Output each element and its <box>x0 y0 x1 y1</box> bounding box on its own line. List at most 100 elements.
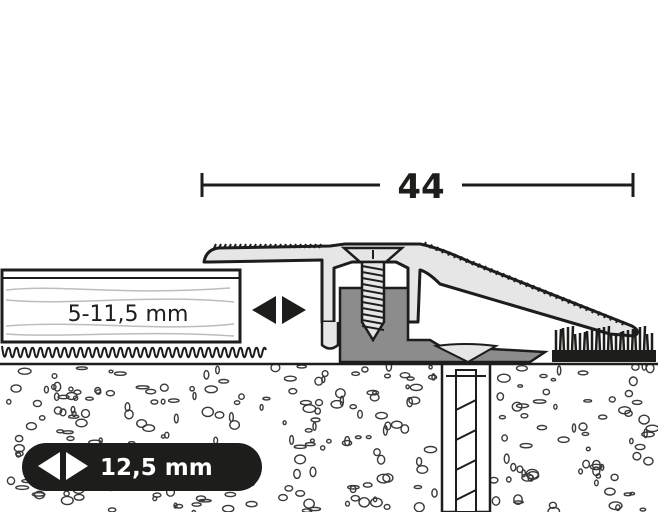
aggregate-stone <box>68 386 74 392</box>
aggregate-stone <box>203 369 210 380</box>
aggregate-stone <box>284 484 294 492</box>
aggregate-stone <box>597 414 608 420</box>
aggregate-stone <box>145 388 157 395</box>
aggregate-stone <box>628 376 638 387</box>
aggregate-stone <box>501 434 508 442</box>
carpet-fibre <box>618 331 623 353</box>
aggregate-stone <box>233 400 241 406</box>
aggregate-stone <box>25 422 38 431</box>
aggregate-stone <box>629 437 634 445</box>
aggregate-stone <box>516 465 524 474</box>
aggregate-stone <box>95 389 102 395</box>
aggregate-stone <box>415 456 423 467</box>
aggregate-stone <box>321 370 329 378</box>
aggregate-stone <box>536 424 548 431</box>
aggregate-stone <box>539 373 548 379</box>
aggregate-stone <box>229 420 241 431</box>
aggregate-stone <box>312 422 317 432</box>
aggregate-stone <box>159 383 169 392</box>
aggregate-stone <box>13 443 25 453</box>
aggregate-stone <box>409 383 423 392</box>
aggregate-stone <box>354 435 362 440</box>
aggregate-stone <box>17 367 32 375</box>
aggregate-stone <box>608 396 616 403</box>
aggregate-stone <box>578 468 584 475</box>
aggregate-stone <box>400 424 410 434</box>
aggregate-stone <box>362 482 373 488</box>
aggregate-stone <box>293 444 307 450</box>
aggregate-stone <box>372 390 378 396</box>
aggregate-stone <box>189 385 196 392</box>
aggregate-stone <box>293 468 301 480</box>
aggregate-stone <box>173 413 179 424</box>
aggregate-stone <box>314 376 324 386</box>
aggregate-stone <box>113 371 127 376</box>
aggregate-stone <box>634 443 646 451</box>
aggregate-stone <box>383 503 391 511</box>
aggregate-stone <box>51 373 58 380</box>
aggregate-stone <box>581 431 590 437</box>
aggregate-stone <box>556 365 562 376</box>
aggregate-stone <box>15 452 22 458</box>
aggregate-stone <box>262 396 271 401</box>
carpet-fibre <box>621 330 626 353</box>
aggregate-stone <box>376 454 386 465</box>
aggregate-stone <box>532 399 547 404</box>
aggregate-stone <box>289 434 295 445</box>
aggregate-stone <box>204 385 218 394</box>
aggregate-stone <box>617 406 632 415</box>
aggregate-stone <box>259 403 264 411</box>
laminate-plank: 5-11,5 mm <box>0 268 242 344</box>
aggregate-stone <box>638 414 650 425</box>
carpet-edge <box>552 325 656 362</box>
aggregate-stone <box>513 494 523 505</box>
aggregate-stone <box>643 428 648 439</box>
aggregate-stone <box>416 465 429 475</box>
aggregate-stone <box>550 377 557 382</box>
carpet-fibre <box>606 325 611 353</box>
aggregate-stone <box>639 507 647 512</box>
aggregate-stone <box>214 365 220 375</box>
aggregate-stone <box>593 479 599 487</box>
aggregate-stone <box>304 442 316 447</box>
screw <box>340 246 406 343</box>
aggregate-stone <box>498 414 507 420</box>
aggregate-stone <box>218 378 230 384</box>
aggregate-stone <box>135 385 150 390</box>
aggregate-stone <box>595 473 602 479</box>
aggregate-stone <box>57 394 70 400</box>
aggregate-stone <box>307 506 322 512</box>
aggregate-stone <box>645 364 655 374</box>
aggregate-stone <box>191 502 202 507</box>
aggregate-stone <box>142 424 156 433</box>
aggregate-stone <box>192 391 197 401</box>
aggregate-stone <box>383 373 392 379</box>
aggregate-stone <box>136 419 148 429</box>
aggregate-stone <box>6 476 16 486</box>
aggregate-stone <box>578 422 588 432</box>
aggregate-stone <box>399 372 411 379</box>
aggregate-stone <box>53 406 63 415</box>
aggregate-stone <box>108 369 114 374</box>
aggregate-stone <box>325 438 332 444</box>
aggregate-stone <box>520 412 529 419</box>
aggregate-stone <box>304 427 313 433</box>
aggregate-stone <box>283 375 297 382</box>
aggregate-stone <box>406 397 414 408</box>
aggregate-stone <box>150 399 159 405</box>
aggregate-stone <box>50 383 57 391</box>
aggregate-stone <box>513 500 525 504</box>
carpet-fibre <box>645 333 650 353</box>
aggregate-stone <box>632 451 642 461</box>
aggregate-stone <box>491 496 501 506</box>
aggregate-stone <box>375 411 389 420</box>
aggregate-stone <box>357 409 364 419</box>
aggregate-stone <box>361 366 369 373</box>
aggregate-stone <box>309 466 317 478</box>
aggregate-stone <box>330 399 344 409</box>
aggregate-stone <box>221 504 235 512</box>
aggregate-stone <box>245 500 258 508</box>
aggregate-stone <box>517 384 524 388</box>
aggregate-stone <box>160 434 166 439</box>
